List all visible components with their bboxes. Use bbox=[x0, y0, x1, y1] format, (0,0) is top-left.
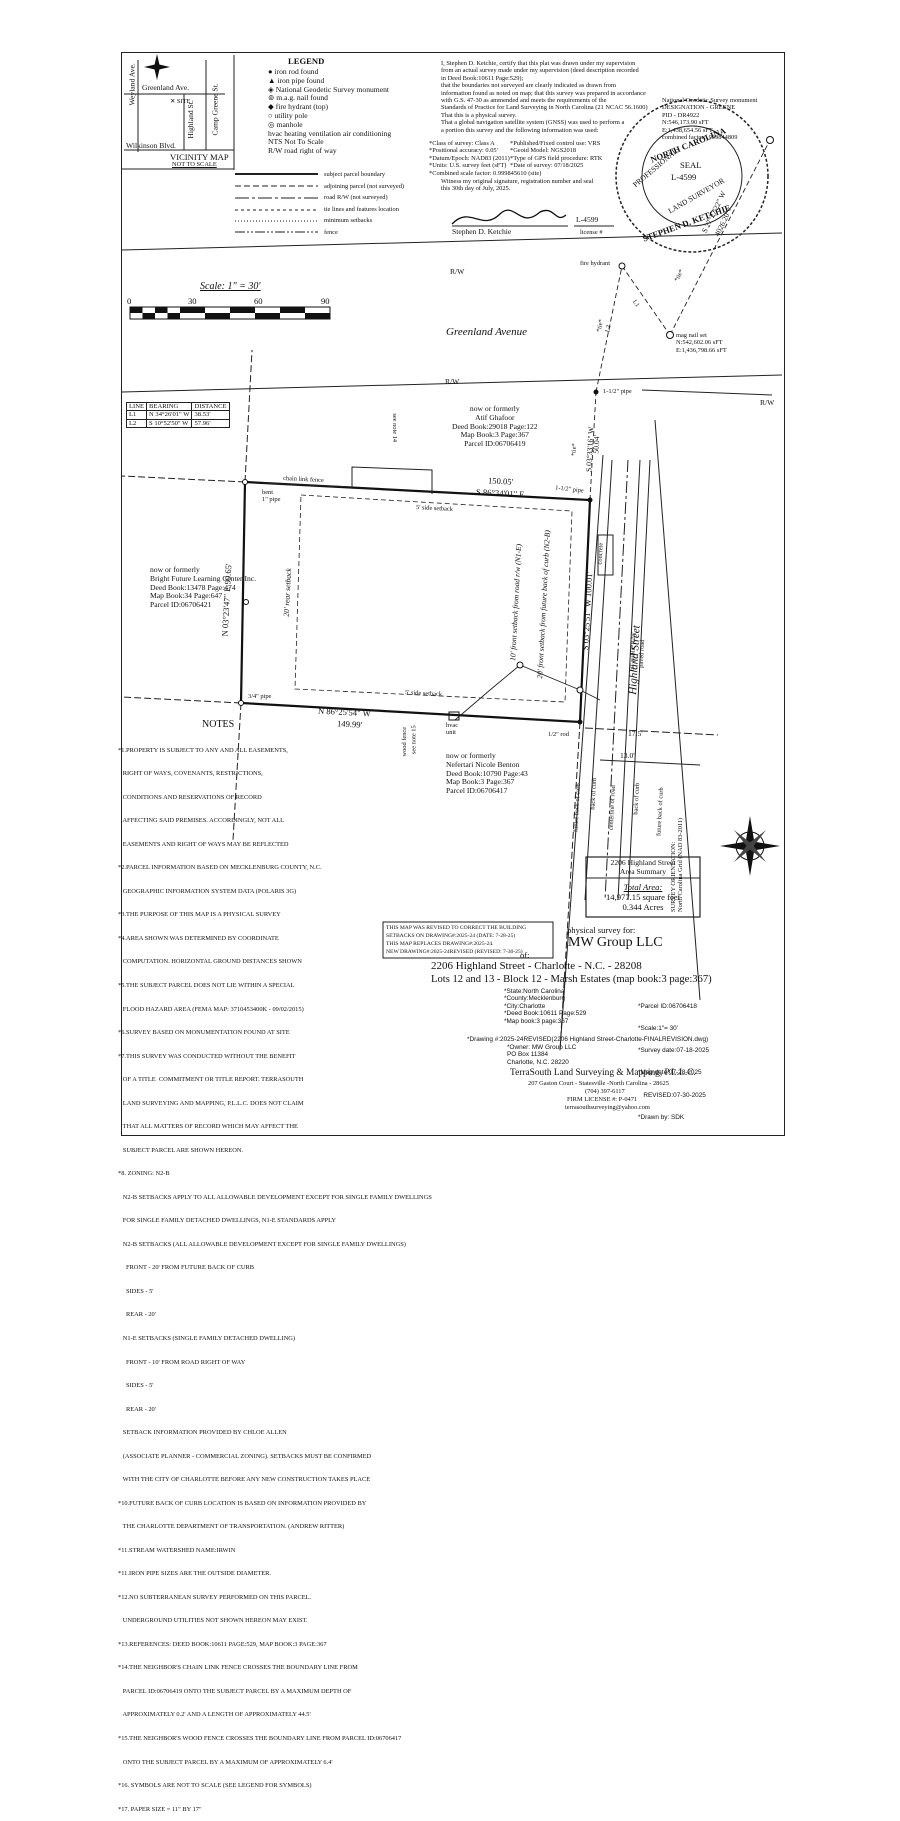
signer-name: Stephen D. Ketchie bbox=[452, 227, 512, 236]
highland-paved: paved road bbox=[637, 639, 647, 668]
east-tie-distance: 50.04' bbox=[591, 434, 602, 454]
seal-seal: SEAL bbox=[680, 160, 702, 170]
legend-lines: subject parcel boundary adjoining parcel… bbox=[324, 171, 405, 236]
rw-label-north: R/W bbox=[450, 267, 465, 276]
surveyor-seal bbox=[615, 99, 769, 253]
scale-bar bbox=[129, 306, 331, 320]
greenland-rw-north bbox=[121, 232, 783, 251]
license-number: L-4599 bbox=[576, 215, 599, 224]
scale-tick-90: 90 bbox=[321, 296, 330, 306]
vicinity-street-weyland: Weyland Ave. bbox=[127, 63, 137, 106]
greenland-rw-south bbox=[121, 374, 783, 393]
legend-symbols: ● iron rod found ▲ iron pipe found ◈ Nat… bbox=[268, 67, 392, 156]
neighbor-south: now or formerly Nefertari Nicole Benton … bbox=[446, 751, 528, 796]
firm-license: FIRM LICENSE #: P-0471 bbox=[567, 1096, 638, 1103]
vicinity-site-label: ✕ SITE bbox=[170, 98, 191, 105]
fire-hydrant-label: fire hydrant bbox=[580, 260, 610, 267]
signature-image bbox=[451, 209, 567, 225]
vicinity-street-camp-greene: Camp Greene St. bbox=[210, 83, 220, 136]
mag-nail-info: mag nail set N:542,602.06 sFT E:1,436,79… bbox=[676, 332, 727, 354]
see-note-14: see note 14 bbox=[391, 413, 399, 443]
setback-lines bbox=[294, 494, 573, 703]
area-summary-title: 2206 Highland Street Area Summary bbox=[610, 858, 676, 876]
compass-rose-icon bbox=[720, 816, 780, 876]
rod-12-label: 1/2" rod bbox=[548, 731, 569, 738]
scale-tick-60: 60 bbox=[254, 296, 263, 306]
hvac-label: hvac unit bbox=[446, 722, 459, 737]
rw-label-east: R/W bbox=[760, 398, 775, 407]
survey-drawing bbox=[121, 54, 783, 1051]
title-details-left: *State:North Carolina *County:Mecklenbur… bbox=[504, 988, 587, 1025]
area-summary-values: Total Area: 14,977.15 square feet 0.344 … bbox=[606, 882, 680, 912]
scale-tick-30: 30 bbox=[188, 296, 197, 306]
revision-box-text: THIS MAP WAS REVISED TO CORRECT THE BUIL… bbox=[386, 925, 527, 955]
title-prefix: physical survey for: bbox=[567, 925, 636, 935]
license-label: license # bbox=[580, 229, 603, 236]
bent-pipe-label: bent 1" pipe bbox=[262, 489, 281, 504]
title-lots: Lots 12 and 13 - Block 12 - Marsh Estate… bbox=[431, 974, 712, 985]
vicinity-street-highland: Highland St. bbox=[185, 100, 195, 139]
dim-17-5: 17.5' bbox=[628, 729, 643, 738]
subject-parcel-boundary bbox=[239, 480, 592, 724]
pipe-34-label: 3/4" pipe bbox=[248, 693, 272, 700]
vicinity-street-greenland: Greenland Ave. bbox=[142, 83, 190, 92]
witness-text: Witness my original signature, registrat… bbox=[441, 178, 594, 193]
title-drawing-number: *Drawing #:2025-24REVISED(2206 Highland … bbox=[467, 1036, 709, 1043]
neighbor-north: now or formerly Atif Ghafoor Deed Book:2… bbox=[452, 404, 538, 449]
firm-email: terrasouthsurveying@yahoo.com bbox=[565, 1104, 650, 1111]
notes-title: NOTES bbox=[202, 719, 235, 730]
vicinity-north-arrow-icon bbox=[144, 54, 170, 80]
east-tie-label: *tie* bbox=[570, 443, 579, 457]
scale-tick-0: 0 bbox=[127, 296, 132, 306]
title-address: 2206 Highland Street - Charlotte - N.C. … bbox=[431, 960, 642, 972]
dim-13-0: 13.0' bbox=[620, 751, 635, 760]
north-line-distance: 150.05' bbox=[487, 475, 514, 487]
concrete-label: concrete bbox=[596, 542, 605, 565]
notes-body: *1.PROPERTY IS SUBJECT TO ANY AND ALL EA… bbox=[118, 746, 432, 1813]
gnss-specs-left: *Class of survey: Class A *Positional ac… bbox=[429, 140, 542, 177]
rw-label-south: R/W bbox=[445, 377, 460, 386]
firm-name: TerraSouth Land Surveying & Mapping, P.L… bbox=[510, 1068, 696, 1078]
greenland-avenue-label: Greenland Avenue bbox=[446, 326, 527, 338]
pipe-label-top: 1-1/2" pipe bbox=[603, 388, 632, 395]
title-client: MW Group LLC bbox=[568, 935, 663, 950]
gnss-specs-right: *Published/Fixed control use: VRS *Geoid… bbox=[510, 140, 603, 170]
vicinity-street-wilkinson: Wilkinson Blvd. bbox=[126, 141, 176, 150]
certification-text: I, Stephen D. Ketchie, certify that this… bbox=[441, 60, 648, 134]
scale-label: Scale: 1" = 30' bbox=[200, 281, 261, 292]
neighbor-west: now or formerly Bright Future Learning C… bbox=[150, 565, 257, 610]
vicinity-map-title: VICINITY MAP bbox=[170, 152, 229, 162]
survey-sheet bbox=[121, 52, 785, 1136]
south-line-distance: 149.99' bbox=[336, 718, 363, 730]
seal-license: L-4599 bbox=[671, 172, 697, 182]
ngs-monument-info: National Geodetic Survey monument DESIGN… bbox=[662, 97, 758, 142]
vicinity-nts: NOT TO SCALE bbox=[172, 161, 217, 168]
firm-phone: (704) 397-6117 bbox=[585, 1088, 625, 1095]
firm-address: 207 Gaston Court - Statesville -North Ca… bbox=[528, 1080, 669, 1087]
l2-label: L2 bbox=[604, 324, 613, 333]
title-of: of: bbox=[520, 950, 530, 960]
chain-link-fence bbox=[262, 466, 433, 494]
title-owner: *Owner: MW Group LLC PO Box 11384 Charlo… bbox=[507, 1044, 577, 1066]
legend-title: LEGEND bbox=[288, 56, 325, 66]
title-details-right: *Parcel ID:06706418 *Scale:1"= 30' *Surv… bbox=[638, 1002, 710, 1121]
